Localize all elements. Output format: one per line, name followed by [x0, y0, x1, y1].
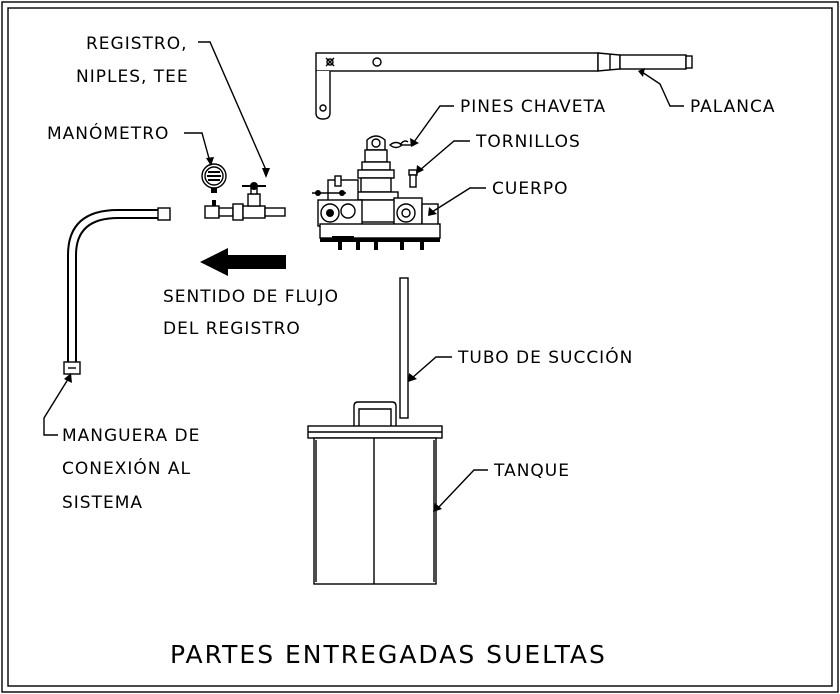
valve-nipples-tee-part: [204, 182, 286, 221]
suction-tube-part: [399, 277, 409, 419]
leader-palanca: [641, 71, 684, 107]
label-tubo-succion: TUBO DE SUCCIÓN: [457, 346, 633, 368]
leader-manguera: [43, 375, 71, 436]
lever-part: [315, 52, 693, 120]
label-registro-line2: NIPLES, TEE: [76, 67, 189, 87]
label-cuerpo: CUERPO: [492, 179, 569, 199]
tank-part: [307, 401, 443, 585]
inner-border: [7, 7, 833, 687]
pump-body-part: [312, 135, 441, 250]
cotter-pins-part: [388, 140, 414, 149]
leader-cuerpo: [431, 187, 486, 213]
label-manguera-line1: MANGUERA DE: [62, 426, 200, 446]
leader-registro: [198, 41, 267, 171]
label-tornillos: TORNILLOS: [475, 132, 581, 152]
screws-part: [408, 169, 418, 188]
label-sentido-line1: SENTIDO DE FLUJO: [163, 287, 339, 307]
label-sentido-line2: DEL REGISTRO: [163, 319, 301, 339]
label-registro-line1: REGISTRO,: [86, 34, 188, 54]
flow-direction-arrow: [200, 248, 286, 276]
label-palanca: PALANCA: [690, 97, 776, 117]
hose-part: [63, 207, 171, 375]
label-manometro: MANÓMETRO: [47, 122, 169, 144]
leader-tornillos: [419, 140, 470, 171]
label-tanque: TANQUE: [493, 461, 570, 481]
page-title: PARTES ENTREGADAS SUELTAS: [170, 640, 607, 669]
pressure-gauge-part: [201, 163, 227, 193]
leader-tanque: [437, 469, 488, 509]
label-pines-chaveta: PINES CHAVETA: [460, 97, 606, 117]
leader-manometro: [184, 132, 211, 163]
leader-pines: [413, 105, 454, 143]
label-manguera-line2: CONEXIÓN AL: [62, 457, 191, 479]
label-manguera-line3: SISTEMA: [62, 493, 143, 513]
leader-tubo: [411, 356, 452, 379]
